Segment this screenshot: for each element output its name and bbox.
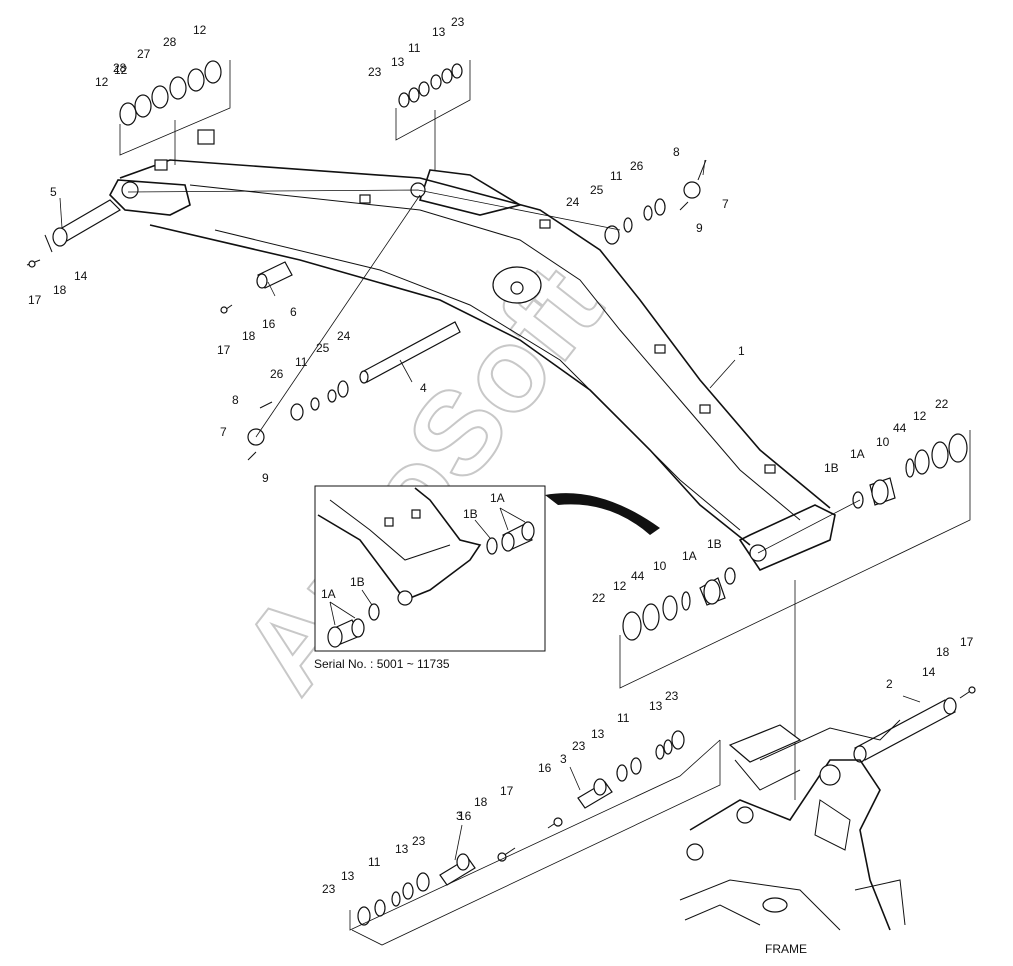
callout-18-3: 18 [936, 645, 950, 659]
callout-25-2: 25 [590, 183, 604, 197]
callout-11-3: 11 [610, 169, 623, 183]
callout-13-2: 13 [391, 55, 405, 69]
callout-22-2: 22 [592, 591, 606, 605]
washer-stack-bottom-left [357, 872, 430, 926]
washer-stack-top-center [398, 63, 463, 108]
callout-44-1: 44 [893, 421, 907, 435]
callout-22-1: 22 [935, 397, 949, 411]
frame: FRAME [679, 719, 906, 956]
callout-14-2: 14 [922, 665, 936, 679]
callout-12-4: 12 [913, 409, 927, 423]
callout-labels: 11A1A1A1A1B1B1B1B23345677889910101111111… [28, 15, 974, 896]
bushing-right-lower [622, 567, 736, 641]
callout-12-1: 12 [193, 23, 207, 37]
callout-1b-2: 1B [707, 537, 722, 551]
boom [109, 129, 836, 571]
callout-1-1: 1 [738, 344, 745, 358]
callout-2-1: 2 [886, 677, 893, 691]
callout-27-1: 27 [137, 47, 151, 61]
inset-serial-label: Serial No. : 5001 ~ 11735 [314, 657, 450, 671]
callout-16-3: 16 [458, 809, 472, 823]
leader-lines [59, 60, 971, 946]
pin-3 [439, 778, 613, 886]
callout-4-1: 4 [420, 381, 427, 395]
callout-23-5: 23 [412, 834, 426, 848]
callout-3-1: 3 [560, 752, 567, 766]
callout-13-5: 13 [395, 842, 409, 856]
callout-9-2: 9 [696, 221, 703, 235]
callout-1a-2: 1A [682, 549, 697, 563]
pin-5 [44, 199, 121, 253]
callout-28-2: 28 [113, 61, 127, 75]
callout-23-6: 23 [322, 882, 336, 896]
callout-3-2: 3 [456, 809, 463, 823]
callout-13-6: 13 [341, 869, 355, 883]
callout-7-1: 7 [220, 425, 227, 439]
callout-17-1: 17 [28, 293, 42, 307]
callout-18-1: 18 [53, 283, 67, 297]
pin-6 [256, 261, 293, 289]
callout-10-1: 10 [876, 435, 890, 449]
callout-17-4: 17 [500, 784, 514, 798]
callout-18-4: 18 [474, 795, 488, 809]
inset-arrow [545, 493, 660, 535]
callout-12-2: 12 [95, 75, 109, 89]
callout-7-2: 7 [722, 197, 729, 211]
callout-1b-3: 1B [463, 507, 478, 521]
callout-13-4: 13 [649, 699, 663, 713]
callout-6-1: 6 [290, 305, 297, 319]
callout-8-2: 8 [673, 145, 680, 159]
callout-17-2: 17 [217, 343, 231, 357]
callout-11-4: 11 [617, 711, 630, 725]
callout-24-2: 24 [566, 195, 580, 209]
callout-1a-4: 1A [321, 587, 336, 601]
callout-1b-1: 1B [824, 461, 839, 475]
inset-detail: Serial No. : 5001 ~ 11735 [314, 485, 546, 671]
callout-13-1: 13 [432, 25, 446, 39]
callout-1a-3: 1A [490, 491, 505, 505]
callout-14-1: 14 [74, 269, 88, 283]
callout-44-2: 44 [631, 569, 645, 583]
pin-2 [853, 697, 957, 763]
callout-25-1: 25 [316, 341, 330, 355]
callout-17-3: 17 [960, 635, 974, 649]
callout-16-1: 16 [262, 317, 276, 331]
callout-24-1: 24 [337, 329, 351, 343]
callout-26-2: 26 [630, 159, 644, 173]
callout-23-4: 23 [665, 689, 679, 703]
bushing-right-upper [852, 433, 968, 509]
washer-stack-bottom-right [616, 730, 685, 782]
callout-12-5: 12 [613, 579, 627, 593]
callout-1b-4: 1B [350, 575, 365, 589]
washer-stack-left-mid [247, 380, 349, 446]
pin-4 [359, 321, 461, 384]
callout-18-2: 18 [242, 329, 256, 343]
frame-label: FRAME [765, 942, 807, 956]
callout-23-1: 23 [451, 15, 465, 29]
callout-9-1: 9 [262, 471, 269, 485]
callout-10-2: 10 [653, 559, 667, 573]
washer-stack-top-left [119, 60, 222, 126]
callout-16-2: 16 [538, 761, 552, 775]
callout-26-1: 26 [270, 367, 284, 381]
callout-1a-1: 1A [850, 447, 865, 461]
callout-23-3: 23 [572, 739, 586, 753]
callout-5-1: 5 [50, 185, 57, 199]
callout-11-2: 11 [295, 355, 308, 369]
callout-28-1: 28 [163, 35, 177, 49]
callout-13-3: 13 [591, 727, 605, 741]
callout-12-3: 12 [114, 63, 128, 77]
callout-11-5: 11 [368, 855, 381, 869]
callout-11-1: 11 [408, 41, 421, 55]
washer-stack-right-top [604, 181, 701, 245]
callout-23-2: 23 [368, 65, 382, 79]
callout-8-1: 8 [232, 393, 239, 407]
